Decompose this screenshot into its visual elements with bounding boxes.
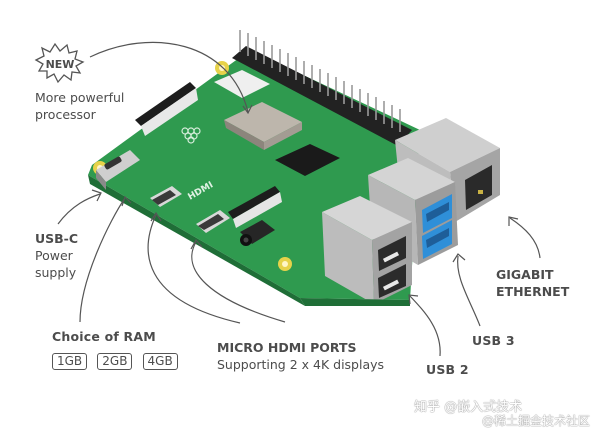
processor-line1: More powerful xyxy=(35,90,125,105)
processor-callout: More powerful processor xyxy=(35,89,124,123)
usbc-arrow xyxy=(57,193,101,225)
ethernet-line1: GIGABIT xyxy=(496,267,554,282)
hdmi-callout: MICRO HDMI PORTS Supporting 2 x 4K displ… xyxy=(217,339,384,373)
watermark-line2: @稀土掘金技术社区 xyxy=(482,414,591,428)
ethernet-arrow xyxy=(509,217,541,259)
ram-option-1gb: 1GB xyxy=(52,353,88,370)
usb2-arrow xyxy=(409,295,441,357)
usbc-line2: supply xyxy=(35,265,77,280)
ram-options: 1GB 2GB 4GB xyxy=(52,350,183,370)
usbc-line1: Power xyxy=(35,248,73,263)
hdmi-title: MICRO HDMI PORTS xyxy=(217,340,357,355)
audio-jack xyxy=(240,220,275,246)
gpio-header xyxy=(232,30,412,146)
usbc-title: USB-C xyxy=(35,231,79,246)
raspberry-logo xyxy=(181,127,201,144)
micro-hdmi-port-1 xyxy=(150,186,182,207)
new-badge-text: NEW xyxy=(46,58,75,71)
hdmi-subtitle: Supporting 2 x 4K displays xyxy=(217,357,385,372)
hdmi1-arrow xyxy=(147,214,241,324)
ram-option-4gb: 4GB xyxy=(142,353,178,370)
usb3-label: USB 3 xyxy=(472,333,515,348)
usb2-ports xyxy=(322,196,412,304)
usb2-label: USB 2 xyxy=(426,362,469,377)
usb-c-port xyxy=(96,150,140,190)
processor-arrow xyxy=(89,41,249,113)
watermark-line1: 知乎 @嵌入式技术 xyxy=(414,400,523,415)
soc-processor xyxy=(224,102,302,150)
hdmi2-arrow xyxy=(191,241,286,323)
micro-hdmi-port-2 xyxy=(196,210,230,233)
processor-line2: processor xyxy=(35,107,96,122)
ram-title: Choice of RAM xyxy=(52,329,156,344)
ram-arrow xyxy=(79,197,126,323)
ethernet-line2: ETHERNET xyxy=(496,284,570,299)
usb3-arrow xyxy=(457,255,481,327)
usbc-callout: USB-C Power supply xyxy=(35,230,78,281)
new-badge xyxy=(34,42,85,84)
ram-option-2gb: 2GB xyxy=(97,353,133,370)
callout-lines xyxy=(57,41,541,357)
ethernet-callout: GIGABIT ETHERNET xyxy=(496,266,569,300)
